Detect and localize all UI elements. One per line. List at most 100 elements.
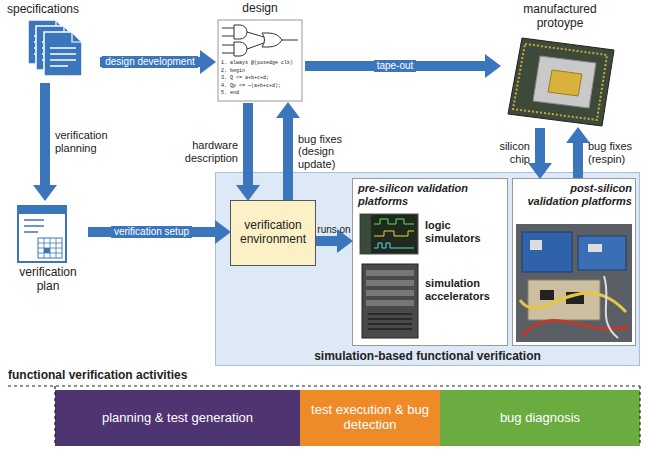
chip-pins [513,44,607,120]
accelerator-slot [366,300,414,306]
page-fold [56,20,66,30]
document-page [28,20,66,64]
connector [588,244,602,252]
flow-arrow [88,227,215,237]
accelerator-vents [368,314,412,329]
flow-arrow [40,83,50,185]
or-gate [262,33,282,47]
node-text: post-silicon validation platforms [516,182,632,207]
node-text: pre-silicon validation platforms [358,182,504,207]
code-line: 1. always @(posedge clk) [221,61,293,67]
node-text: design [215,2,305,16]
code-line: 5. end [221,91,239,97]
board-chip [566,292,584,304]
edge-label: verification setup [111,226,192,238]
plan-icon-node: verification plan [8,200,88,298]
platform-box: pre-silicon validation platforms logic si… [352,178,508,346]
node-text: manufactured protoype [510,3,610,31]
node-text: specifications [7,3,100,17]
edge-label: bug fixes (design update) [298,133,352,171]
accelerator-cabinet [362,264,418,338]
simulation-accelerator-box [362,264,418,338]
chassis [528,280,600,320]
cable [604,276,618,338]
calendar-mark [44,248,50,253]
node-text: simulation-based functional verification [216,350,639,364]
document-page [44,32,82,76]
accelerator-slot [366,280,414,286]
flow-arrow [283,118,293,200]
photo-ground [516,224,632,342]
logic-simulator-screen [360,214,418,254]
cable [520,293,626,312]
board-chip [540,290,554,300]
plan-lines [24,220,44,232]
activities-bracket [8,386,640,446]
and-gate [234,42,247,56]
node-text: bug diagnosis [500,411,580,426]
node-text: logic simulators [425,219,505,244]
document-icon-node: specifications [5,3,100,83]
accelerator-slot [366,270,414,276]
page-lines [50,48,76,66]
and-gate [234,25,247,39]
activity-bar: test execution & bug detection [300,390,440,446]
gate-wires [222,28,298,53]
chip-package [508,38,614,126]
accelerator-slot [366,290,414,296]
signal-list [361,215,371,253]
code-line: 3. Q <= a+b+c+d; [221,76,269,82]
chip-die [548,70,582,96]
specification-documents [28,20,82,76]
environment-box: verification environment [230,200,316,266]
node-text: simulation accelerators [425,277,505,302]
waveform [374,219,414,224]
activity-bar: planning & test generation [55,390,300,446]
calendar-lines [38,238,62,258]
cable [522,321,628,336]
page-outline [44,32,82,76]
chip-node: manufactured protoype [500,3,620,128]
edge-label: tape-out [374,60,417,72]
chip-lid [533,56,596,108]
page-outline [28,20,66,64]
chip-picture [508,38,614,126]
flow-arrow [535,128,545,163]
page-fold [64,26,74,36]
document-page [36,26,74,70]
flow-arrow [100,57,200,67]
edge-label: hardware description [168,139,238,164]
node-text: planning & test generation [102,411,253,426]
platform-box: post-silicon validation platforms [512,178,636,346]
code-line: 2. begin [221,69,245,75]
flow-arrow [316,236,337,246]
waveform [374,231,414,236]
page-lines [34,36,60,54]
post-silicon-photo [516,224,632,342]
screen [360,214,418,254]
edge-label: bug fixes (respin) [588,140,638,165]
flow-arrow [305,61,485,71]
plan-icon [18,206,66,262]
node-text: verification environment [237,219,309,247]
plan-page [18,206,66,262]
design-frame [218,20,302,101]
design-picture [218,20,302,101]
calendar-grid [38,238,62,258]
page-fold [72,32,82,42]
edge-label: verification planning [55,129,127,154]
code-line: 4. Qp <= ~(a+b+c+d); [221,84,281,90]
activity-bar: bug diagnosis [440,390,640,446]
edge-label: silicon chip [480,140,530,165]
section-label: functional verification activities [8,369,187,383]
circuit-board [522,232,572,272]
page-lines [42,42,68,60]
verification-panel: simulation-based functional verification… [215,172,640,366]
dashed-bracket [8,386,640,446]
circuit-board [578,236,626,270]
plan-header [18,206,66,214]
edge-label: design development [102,56,198,68]
node-text: test execution & bug detection [306,403,434,433]
